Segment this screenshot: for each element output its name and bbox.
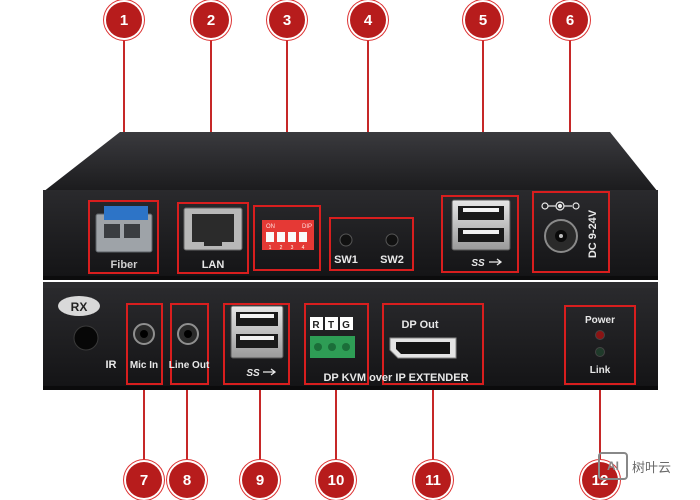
rear-unit: Fiber LAN ON DIP 1 2 3 4 SW1 SW2 SS (43, 132, 658, 280)
rs232-pin-r: R (312, 320, 320, 331)
rs232-pin-t-box (325, 317, 338, 330)
dip-on-label: ON (266, 224, 275, 230)
highlight-leds (564, 305, 636, 385)
dip-lever-2 (277, 232, 285, 242)
rs232-pin-r-box (310, 317, 323, 330)
polarity-icon (541, 201, 580, 211)
power-label: Power (585, 315, 615, 326)
highlight-fiber (88, 200, 159, 274)
dc-voltage-label: DC 9-24V (587, 209, 599, 258)
callout-badge-8: 8 (169, 462, 205, 498)
highlight-line-out (170, 303, 209, 385)
sfp-latch-blue (104, 206, 148, 220)
callout-badge-4: 4 (350, 2, 386, 38)
callout-badge-11: 11 (415, 462, 451, 498)
dip-lever-4 (299, 232, 307, 242)
highlight-rs232 (304, 303, 369, 385)
highlight-usb-rear (441, 195, 519, 273)
callout-badge-2: 2 (193, 2, 229, 38)
sw2-label: SW2 (380, 254, 404, 266)
line-out-label: Line Out (169, 360, 210, 371)
rs232-pin-g-box (340, 317, 353, 330)
callout-badge-1: 1 (106, 2, 142, 38)
usb-arrow-icon-front (263, 368, 277, 376)
rx-badge-label: RX (71, 300, 88, 314)
dip-num-4: 4 (302, 245, 305, 251)
device-title: DP KVM over IP EXTENDER (323, 372, 468, 384)
usb-ss-logo-front: SS (246, 368, 260, 379)
highlight-switches (329, 217, 414, 271)
dip-num-1: 1 (269, 245, 272, 251)
link-label: Link (590, 365, 611, 376)
dip-lever-3 (288, 232, 296, 242)
highlight-usb-front (223, 303, 290, 385)
front-unit: RX IR Mic In Line Out SS R T G (43, 282, 658, 390)
usb-ss-logo-rear: SS (471, 258, 485, 269)
callout-badge-3: 3 (269, 2, 305, 38)
dip-lever-1 (266, 232, 274, 242)
ir-window (73, 325, 99, 351)
fiber-label: Fiber (111, 259, 139, 271)
sw1-label: SW1 (334, 254, 358, 266)
dip-num-2: 2 (280, 245, 283, 251)
ir-label: IR (106, 359, 117, 371)
rs232-pin-g: G (342, 320, 350, 331)
sw2-button (385, 233, 399, 247)
rx-badge (58, 296, 100, 316)
sw1-button (339, 233, 353, 247)
callout-badge-12: 12 (582, 462, 618, 498)
callout-badge-9: 9 (242, 462, 278, 498)
callout-badge-5: 5 (465, 2, 501, 38)
dip-brand-label: DIP (302, 224, 312, 230)
highlight-dc (532, 191, 610, 273)
dip-num-3: 3 (291, 245, 294, 251)
usb-arrow-icon (489, 258, 503, 266)
rs232-pin-t: T (328, 320, 334, 331)
power-led (595, 330, 605, 340)
callout-badge-10: 10 (318, 462, 354, 498)
rear-unit-top (43, 132, 658, 192)
lan-label: LAN (202, 259, 225, 271)
callout-leaders (123, 38, 601, 462)
watermark-logo-icon: AI (598, 452, 628, 480)
link-led (595, 347, 605, 357)
callout-badge-6: 6 (552, 2, 588, 38)
mic-in-label: Mic In (130, 360, 158, 371)
highlight-mic-in (126, 303, 163, 385)
watermark-text: 树叶云 (632, 459, 672, 475)
watermark: AI 树叶云 (598, 452, 671, 480)
dp-out-label: DP Out (401, 319, 438, 331)
highlight-lan (177, 202, 249, 274)
highlight-dp-out (382, 303, 484, 385)
highlight-dip-switch (253, 205, 321, 271)
callout-badge-7: 7 (126, 462, 162, 498)
